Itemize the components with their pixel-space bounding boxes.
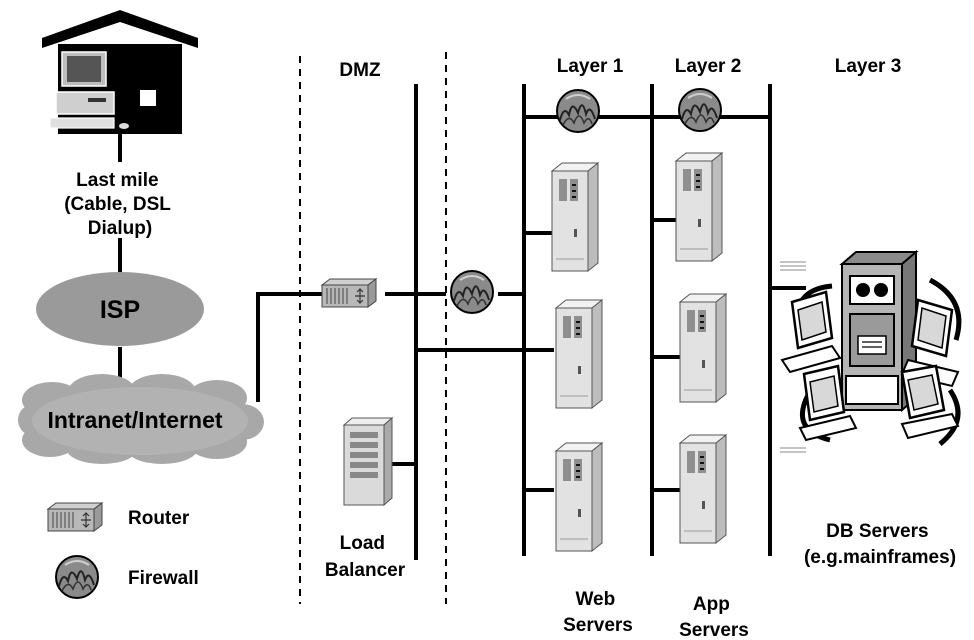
isp-node: ISP — [36, 272, 204, 346]
web-server-icon — [555, 299, 603, 409]
dmz-label: DMZ — [339, 60, 381, 81]
legend: Router Firewall — [47, 502, 199, 599]
home-user-icon — [42, 10, 198, 134]
desktop-computer-icon — [49, 51, 129, 129]
isp-label: ISP — [100, 296, 140, 324]
firewall-icon — [55, 555, 99, 599]
layer1-label: Layer 1 — [557, 56, 624, 77]
firewall-icon — [450, 270, 494, 314]
load-balancer-icon — [342, 416, 394, 507]
firewall-icon — [556, 89, 600, 133]
terminal-icon — [780, 290, 842, 374]
firewall-icon — [678, 88, 722, 132]
layer2-label: Layer 2 — [675, 56, 742, 77]
legend-router: Router — [47, 502, 190, 532]
web-servers-label: Web Servers — [563, 589, 633, 636]
load-balancer-label: Load Balancer — [325, 533, 406, 581]
network-label: Intranet/Internet — [47, 407, 222, 433]
router-icon — [321, 278, 377, 308]
network-cloud: Intranet/Internet — [18, 374, 264, 464]
app-server-icon — [679, 434, 727, 544]
app-server-icon — [675, 152, 723, 262]
legend-firewall-label: Firewall — [128, 568, 199, 589]
router-icon — [47, 502, 103, 532]
terminal-icon — [798, 364, 858, 442]
link-network-router — [256, 292, 322, 402]
legend-firewall: Firewall — [55, 555, 199, 599]
web-server-icon — [555, 442, 603, 552]
legend-router-label: Router — [128, 508, 190, 529]
layer3-label: Layer 3 — [835, 56, 902, 77]
app-server-icon — [679, 293, 727, 403]
mainframe-icon — [780, 249, 962, 453]
terminal-icon — [900, 364, 960, 440]
last-mile-label: Last mile (Cable, DSL Dialup) — [64, 170, 176, 239]
web-server-icon — [551, 162, 599, 272]
db-servers-label: DB Servers (e.g.mainframes) — [804, 521, 956, 568]
app-servers-label: App Servers — [679, 594, 749, 640]
